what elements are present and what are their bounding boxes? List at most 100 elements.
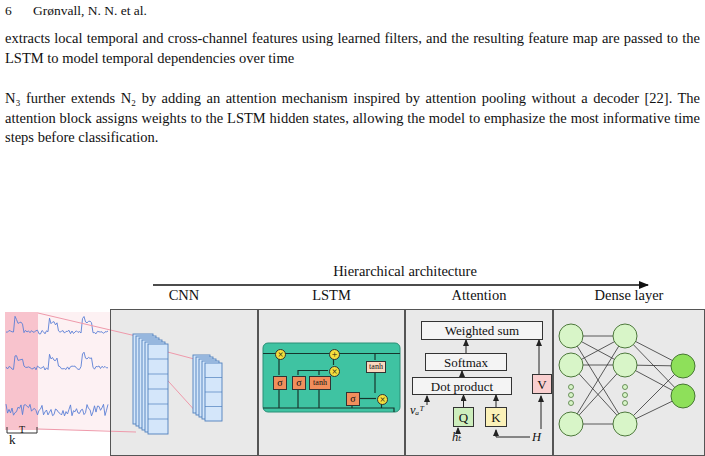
figure-heading: Hierarchical architecture xyxy=(290,263,520,280)
layer-panel: Dense layer xyxy=(553,309,705,456)
signal-ground xyxy=(5,312,110,430)
feature-grid xyxy=(148,404,168,405)
panel-ground xyxy=(110,309,705,456)
box-label: V xyxy=(537,378,546,391)
connector-arrow xyxy=(539,340,540,374)
layer-panel: AttentionWeighted sumSoftmaxDot productV… xyxy=(405,309,553,456)
box-label: K xyxy=(491,411,500,424)
lstm-wires xyxy=(263,354,400,413)
feature-grid xyxy=(148,359,168,360)
running-header: 6 xyxy=(5,3,12,19)
attention-box: V xyxy=(532,374,552,394)
eeg-trace xyxy=(6,404,108,416)
gate-label: σ xyxy=(296,378,301,388)
feature-maps xyxy=(133,334,222,434)
leader-line xyxy=(541,396,542,429)
panel-heading: Dense layer xyxy=(554,287,704,304)
feature-grid xyxy=(205,406,222,407)
body-paragraph: extracts local temporal and cross-channe… xyxy=(5,29,700,68)
ellipsis-dot xyxy=(569,385,574,390)
attention-box: Softmax xyxy=(425,353,507,371)
feature-map xyxy=(148,344,168,434)
gate-wire xyxy=(278,359,279,375)
running-header: Grønvall, N. N. et al. xyxy=(33,3,147,19)
ellipsis-dot xyxy=(623,401,628,406)
gate-label: + xyxy=(332,350,338,360)
gate-box: σ xyxy=(273,376,287,390)
neuron xyxy=(559,412,583,436)
panel-heading: LSTM xyxy=(259,287,404,304)
feature-grid xyxy=(205,377,222,378)
leader-line xyxy=(427,396,428,405)
receptive-line xyxy=(38,313,136,336)
ellipsis-dot xyxy=(623,393,628,398)
gate-wire xyxy=(318,389,319,408)
hidden-line xyxy=(263,408,394,412)
gate-wire xyxy=(359,398,376,399)
gate-wire xyxy=(374,372,375,393)
panel-heading: Attention xyxy=(406,287,552,304)
gate-wire xyxy=(298,371,328,376)
layer-panel: CNN xyxy=(110,309,258,456)
dense-network xyxy=(559,324,695,436)
box-label: Weighted sum xyxy=(445,324,519,337)
gate-wire xyxy=(374,354,375,361)
neuron xyxy=(613,324,637,348)
pointwise-op: × xyxy=(275,349,286,360)
gate-wire xyxy=(297,389,298,408)
ellipsis-dot xyxy=(569,401,574,406)
math-label: H xyxy=(532,430,541,444)
feature-grid xyxy=(148,419,168,420)
eeg-trace xyxy=(6,316,108,334)
gate-label: tanh xyxy=(369,363,383,371)
neuron xyxy=(559,353,583,377)
gate-box: σ xyxy=(346,392,360,406)
pointwise-op: + xyxy=(329,349,340,360)
pointwise-op: × xyxy=(377,394,388,405)
attention-box: Q xyxy=(453,407,474,427)
box-label: Q xyxy=(459,411,468,424)
connector-arrow xyxy=(463,395,464,407)
math-label: k xyxy=(9,432,16,447)
feature-grid xyxy=(148,389,168,390)
neuron xyxy=(671,354,695,378)
connector-arrow xyxy=(496,395,497,407)
body-paragraph: N₃ further extends N₂ by adding an atten… xyxy=(5,89,700,148)
math-label: vₐᵀ xyxy=(410,403,424,417)
leader-line xyxy=(496,430,530,437)
attention-leaders xyxy=(427,396,541,437)
dense-link xyxy=(571,336,625,424)
eeg-trace xyxy=(6,352,108,370)
panel-heading: CNN xyxy=(111,287,257,304)
feature-grid xyxy=(205,392,222,393)
gate-label: × xyxy=(380,395,386,405)
receptive-line xyxy=(38,429,136,432)
box-label: Dot product xyxy=(431,380,493,393)
hierarchy-arrow xyxy=(153,284,648,285)
dense-link xyxy=(571,336,625,424)
leader-line xyxy=(458,428,459,430)
feature-grid xyxy=(148,374,168,375)
attention-box: Weighted sum xyxy=(421,321,543,340)
attention-box: K xyxy=(485,407,507,427)
gate-label: × xyxy=(332,367,338,377)
attention-box: Dot product xyxy=(412,377,512,395)
ellipsis-dot xyxy=(569,393,574,398)
layer-panel: LSTM×+×tanhσσtanhσ× xyxy=(258,309,405,456)
ellipsis-dot xyxy=(623,385,628,390)
neuron xyxy=(613,412,637,436)
math-label: hₜ xyxy=(452,430,461,444)
feature-map xyxy=(205,363,222,421)
neuron xyxy=(559,324,583,348)
receptive-lines xyxy=(38,313,198,432)
gate-label: σ xyxy=(277,378,282,388)
gate-label: σ xyxy=(350,394,355,404)
lstm-cell xyxy=(263,343,400,412)
eeg-signals xyxy=(6,316,108,416)
neuron xyxy=(671,384,695,408)
gate-box: tanh xyxy=(309,376,331,390)
gate-box: σ xyxy=(292,376,306,390)
